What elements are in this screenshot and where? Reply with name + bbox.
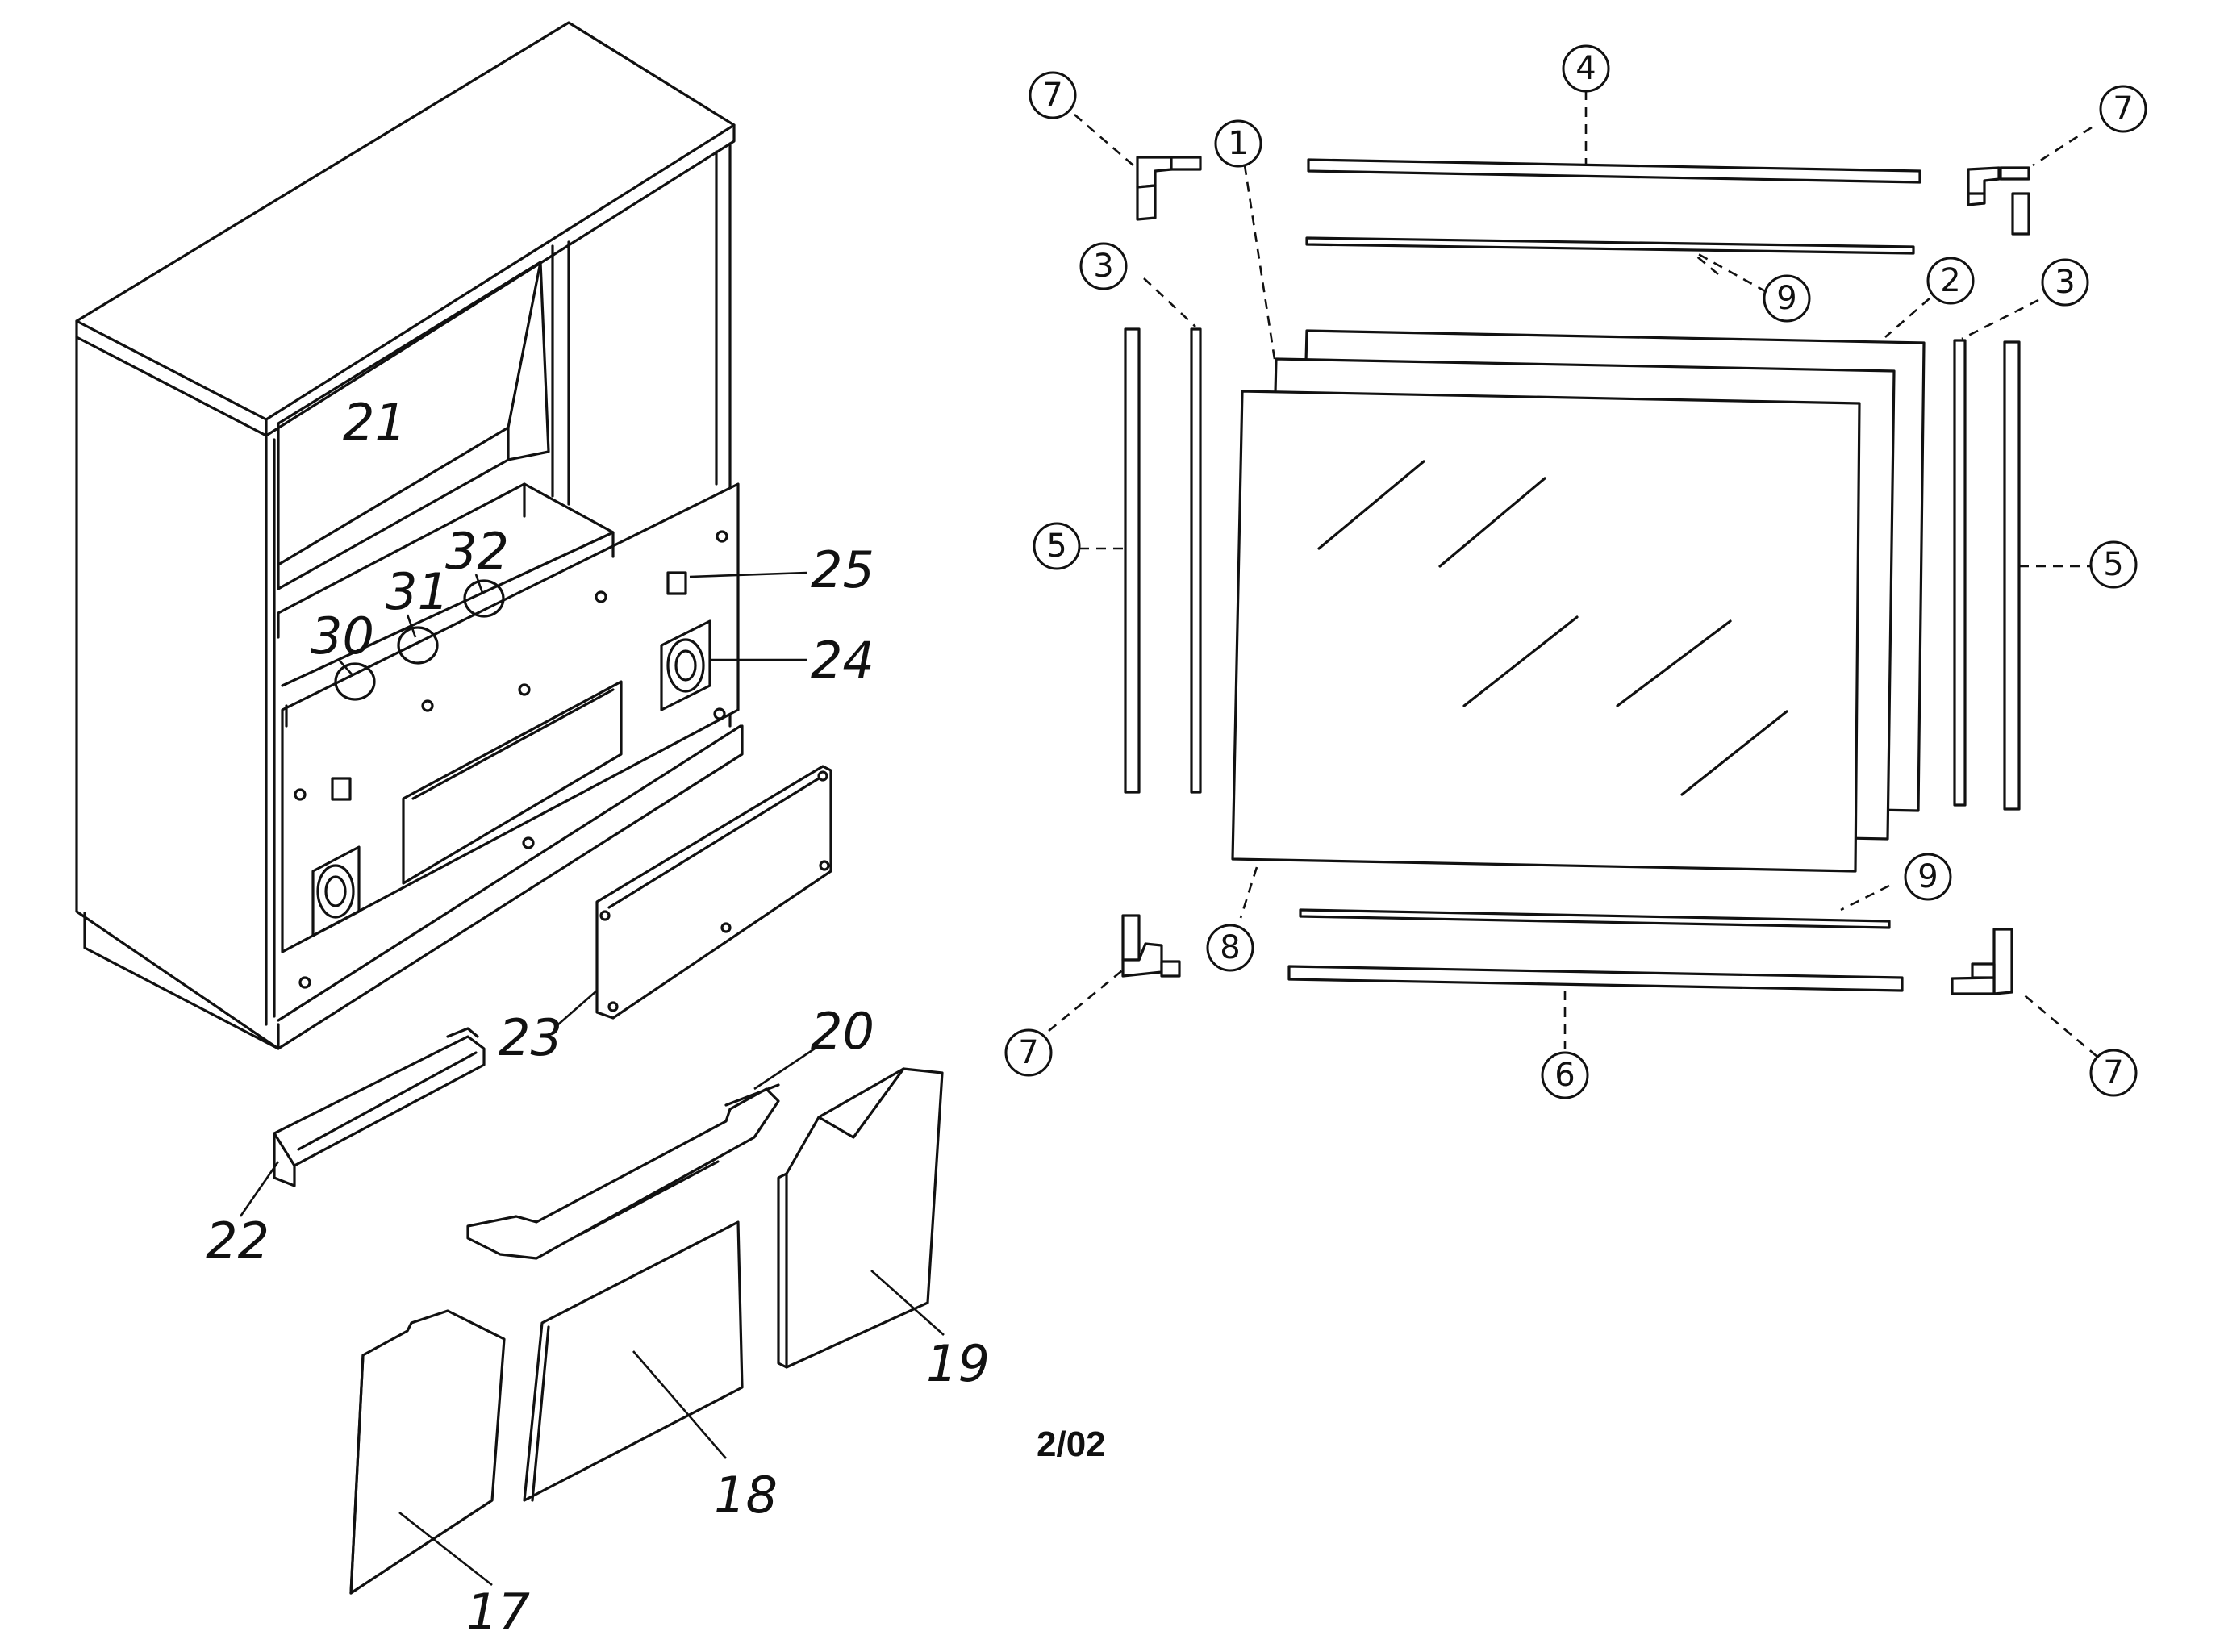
part-18-panel <box>523 1220 744 1502</box>
lens-hole-32 <box>463 579 505 618</box>
label-23: 23 <box>499 1008 562 1067</box>
callout-2: 2 <box>1926 257 1975 305</box>
label-21: 21 <box>343 393 407 452</box>
callout-1: 1 <box>1214 119 1262 168</box>
label-32: 32 <box>445 522 509 581</box>
callout-5-right-text: 5 <box>2103 546 2123 583</box>
date-code: 2/02 <box>1037 1425 1106 1464</box>
cabinet-assembly <box>75 21 744 1050</box>
callout-1-text: 1 <box>1228 125 1248 162</box>
label-24: 24 <box>811 631 874 690</box>
callout-3-left: 3 <box>1079 242 1128 290</box>
leader-lines <box>1048 90 2098 1058</box>
callout-7-top-left-text: 7 <box>1042 77 1062 114</box>
part-17-side-panel <box>349 1309 506 1595</box>
label-19: 19 <box>926 1334 990 1393</box>
part-9-upper-strip <box>1305 236 1915 255</box>
callout-3-left-text: 3 <box>1093 248 1113 285</box>
callout-7-top-right: 7 <box>2099 85 2147 133</box>
callout-5-right: 5 <box>2089 540 2138 589</box>
part-23-panel <box>595 765 832 1020</box>
part-25-switch <box>666 571 687 595</box>
screen-assembly <box>1048 90 2098 1058</box>
callout-9-upper-text: 9 <box>1776 280 1796 317</box>
part-20-shelf <box>466 1087 780 1260</box>
display-window <box>402 680 623 885</box>
lens-hole-30 <box>334 662 376 701</box>
part-9-lower-strip <box>1299 908 1891 929</box>
label-17: 17 <box>466 1583 530 1642</box>
part-3-right-strip <box>1953 339 1967 807</box>
label-31: 31 <box>386 562 449 621</box>
part-19-side-panel <box>785 1067 944 1369</box>
callout-4-text: 4 <box>1575 50 1596 87</box>
callout-2-text: 2 <box>1940 262 1960 299</box>
callout-3-right: 3 <box>2041 258 2089 307</box>
part-8-screen-glass <box>1231 390 1861 873</box>
callout-5-left: 5 <box>1033 522 1081 570</box>
callout-7-top-right-text: 7 <box>2113 90 2133 127</box>
callout-3-right-text: 3 <box>2055 264 2075 301</box>
part-7-corner-top-right <box>1967 166 2030 236</box>
cabinet-base <box>83 724 744 1050</box>
part-7-corner-top-left <box>1136 156 1202 221</box>
part-labels: 21 30 31 32 25 24 23 20 22 19 18 17 <box>206 393 990 1642</box>
callout-9-lower-text: 9 <box>1917 858 1938 895</box>
callout-8-text: 8 <box>1220 929 1240 966</box>
callout-9-lower: 9 <box>1904 853 1952 901</box>
callout-7-bottom-right: 7 <box>2089 1049 2138 1097</box>
glass-reflections <box>1317 460 1788 796</box>
label-25: 25 <box>811 540 874 599</box>
part-7-corner-bottom-right <box>1951 928 2013 995</box>
part-4-top-rail <box>1307 158 1921 184</box>
callout-7-top-left: 7 <box>1029 71 1077 119</box>
part-7-corner-bottom-left <box>1121 914 1181 978</box>
label-30: 30 <box>311 607 374 665</box>
callout-9-upper: 9 <box>1763 274 1811 323</box>
part-5-left-rail <box>1124 327 1141 794</box>
part-24-speaker <box>660 620 711 711</box>
label-18: 18 <box>714 1466 778 1525</box>
speaker-left <box>311 845 361 937</box>
callout-8: 8 <box>1206 924 1254 972</box>
part-22-bracket <box>273 1027 486 1187</box>
callout-5-left-text: 5 <box>1046 528 1066 565</box>
callout-7-bottom-left-text: 7 <box>1018 1034 1038 1071</box>
front-panel <box>281 482 740 953</box>
callout-6-text: 6 <box>1554 1057 1575 1094</box>
callout-6: 6 <box>1541 1051 1589 1099</box>
part-21-mirror-box <box>277 261 542 566</box>
label-22: 22 <box>206 1212 269 1270</box>
part-5-right-rail <box>2003 340 2021 811</box>
part-6-bottom-rail <box>1287 965 1904 992</box>
label-20: 20 <box>811 1002 874 1061</box>
callout-7-bottom-right-text: 7 <box>2103 1054 2123 1091</box>
cabinet-side <box>75 336 280 1050</box>
callout-4: 4 <box>1562 44 1610 93</box>
callout-7-bottom-left: 7 <box>1004 1028 1053 1077</box>
part-3-left-strip <box>1190 327 1202 794</box>
lens-hole-31 <box>397 626 439 665</box>
cabinet-top <box>75 21 736 421</box>
